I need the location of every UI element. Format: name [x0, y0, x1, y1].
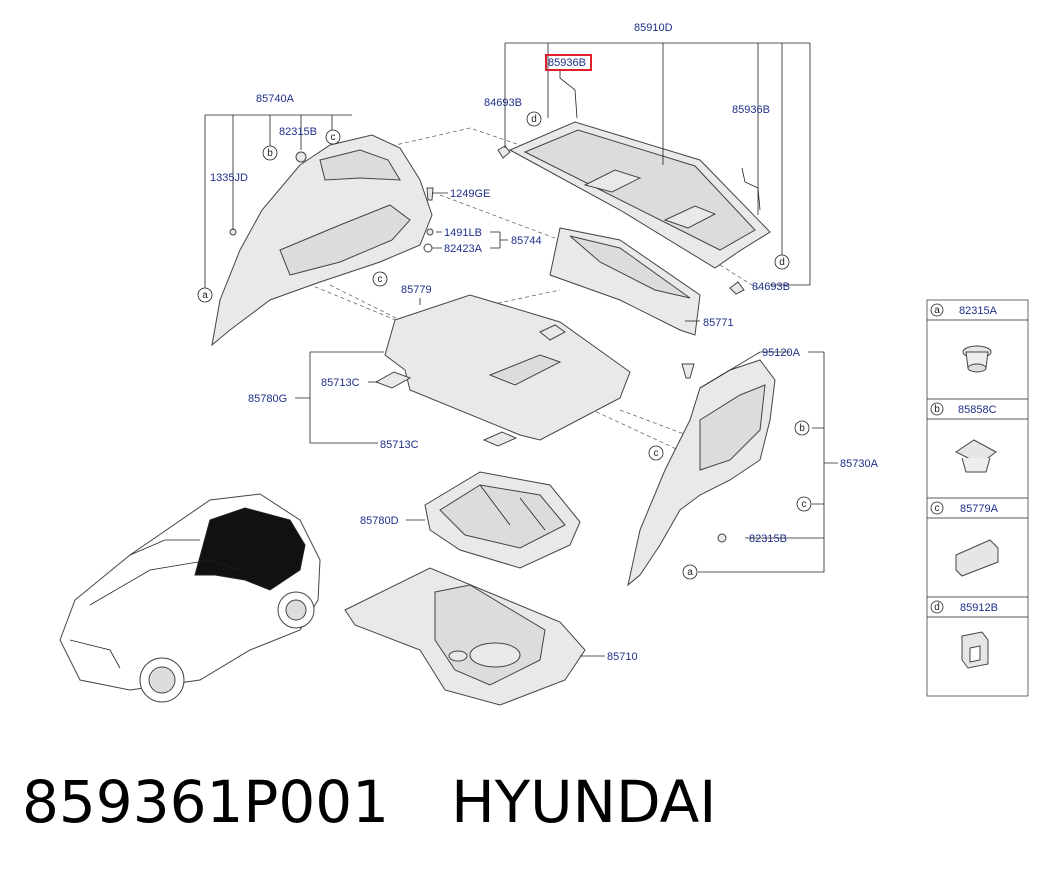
vehicle-illustration: [59, 493, 321, 703]
part-number: 859361P001: [22, 768, 390, 836]
spare-wheel-well-85710: [344, 567, 586, 706]
tray-string-85936B: [559, 70, 761, 211]
hook-clip-icon: [961, 631, 989, 669]
label-82315B-top: 82315B: [279, 126, 317, 138]
callout-c-mid: c: [372, 271, 388, 287]
callout-b-left: b: [262, 145, 278, 161]
label-85780G: 85780G: [248, 393, 287, 405]
label-82315B-bottom: 82315B: [749, 533, 787, 545]
label-85936B-right: 85936B: [732, 104, 770, 116]
legend-row-a: a 82315A: [930, 303, 998, 373]
label-85710: 85710: [607, 651, 638, 663]
legend-row-c: c 85779A: [930, 501, 999, 577]
svg-text:d: d: [934, 602, 940, 613]
label-85744: 85744: [511, 235, 542, 247]
leader-lines: [204, 42, 838, 657]
svg-text:a: a: [687, 567, 693, 578]
legend-row-b: b 85858C: [930, 402, 997, 473]
svg-text:d: d: [531, 114, 537, 125]
svg-text:b: b: [267, 148, 273, 159]
label-85771: 85771: [703, 317, 734, 329]
svg-text:c: c: [802, 499, 807, 510]
trunk-sill-85771: [549, 227, 701, 336]
svg-text:c: c: [935, 503, 940, 514]
label-84693B-bottom: 84693B: [752, 281, 790, 293]
retainer-clip-icon: [955, 439, 997, 473]
parts-diagram: 85910D 85936B 84693B 85936B 84693B 85740…: [59, 22, 1029, 706]
legend-part-85912B: 85912B: [960, 602, 998, 614]
svg-text:c: c: [331, 132, 336, 143]
label-85713C-upper: 85713C: [321, 377, 360, 389]
svg-text:b: b: [799, 423, 805, 434]
callout-b-right: b: [794, 420, 810, 436]
highlight-box: [545, 54, 592, 71]
callout-c-right: c: [648, 445, 664, 461]
label-85910D: 85910D: [634, 22, 673, 34]
legend-row-d: d 85912B: [930, 600, 998, 669]
legend-part-85779A: 85779A: [960, 503, 999, 515]
left-trim-85740A: [211, 134, 433, 347]
svg-text:c: c: [654, 448, 659, 459]
callout-c-top: c: [325, 129, 341, 145]
label-1335JD: 1335JD: [210, 172, 248, 184]
svg-text:a: a: [934, 305, 940, 316]
underfloor-box-85780D: [424, 471, 581, 569]
callout-a-left: a: [197, 287, 213, 303]
label-85779: 85779: [401, 284, 432, 296]
callout-c-lower: c: [796, 496, 812, 512]
label-84693B-top: 84693B: [484, 97, 522, 109]
part-labels: 85910D 85936B 84693B 85936B 84693B 85740…: [210, 22, 879, 663]
callout-circles: d d b c c a c b c a: [197, 111, 812, 580]
push-clip-icon: [962, 345, 992, 373]
svg-text:d: d: [779, 257, 785, 268]
callout-d-top: d: [526, 111, 542, 127]
footer: 859361P001 HYUNDAI: [22, 762, 1022, 842]
label-85936B-highlighted: 85936B: [548, 57, 586, 69]
callout-d-right: d: [774, 254, 790, 270]
callout-a-right: a: [682, 564, 698, 580]
label-85713C-lower: 85713C: [380, 439, 419, 451]
brand-name: HYUNDAI: [451, 768, 717, 836]
label-85780D: 85780D: [360, 515, 399, 527]
label-1491LB: 1491LB: [444, 227, 482, 239]
legend-part-82315A: 82315A: [959, 305, 998, 317]
label-85740A: 85740A: [256, 93, 295, 105]
parts-legend: a 82315A b 85858C c 85779A: [926, 299, 1029, 697]
label-95120A: 95120A: [762, 347, 801, 359]
legend-part-85858C: 85858C: [958, 404, 997, 416]
label-1249GE: 1249GE: [450, 188, 490, 200]
label-82423A: 82423A: [444, 243, 483, 255]
label-85730A: 85730A: [840, 458, 879, 470]
svg-text:b: b: [934, 404, 940, 415]
svg-text:a: a: [202, 290, 208, 301]
right-trim-85730A: [627, 359, 776, 587]
svg-text:c: c: [378, 274, 383, 285]
floor-cover-85713C: [374, 371, 518, 447]
luggage-floor-85779: [384, 294, 631, 441]
package-tray-85910D: [497, 121, 771, 295]
cover-plate-icon: [955, 539, 999, 577]
